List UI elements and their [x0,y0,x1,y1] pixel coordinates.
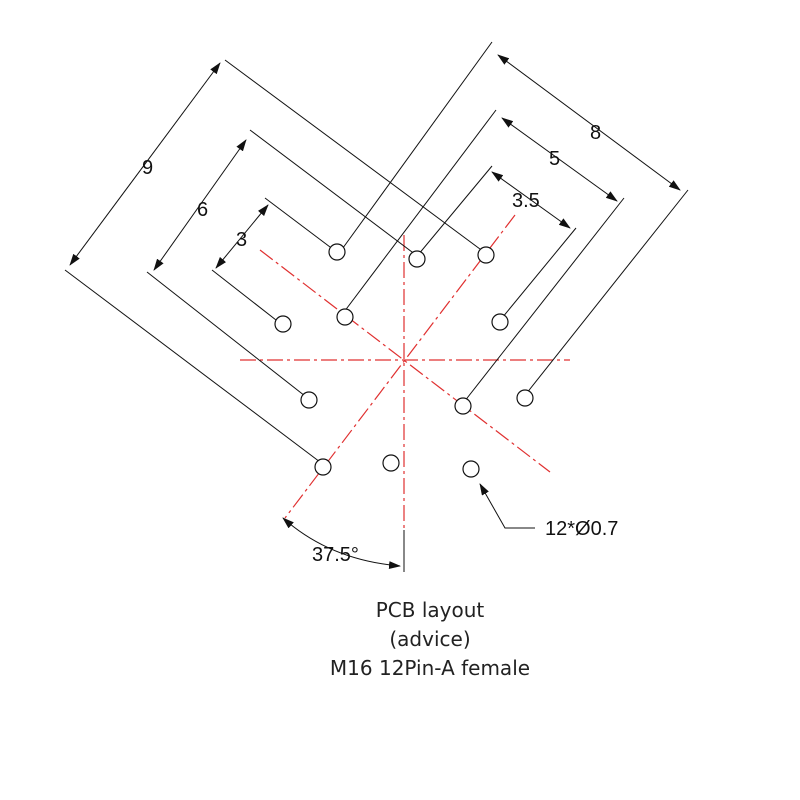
caption-line-2: (advice) [389,627,471,651]
caption-line-1: PCB layout [375,598,485,622]
pin-hole [408,250,426,268]
dim-label-left-inner: 3 [236,229,247,251]
pin-hole [382,454,400,472]
centerline-diagonal-down [259,249,551,473]
pin-hole [491,313,509,331]
hole-leader [479,483,535,529]
caption-line-3: M16 12Pin-A female [329,656,531,680]
dim-label-left-outer: 9 [142,157,153,179]
pin-hole [314,458,332,476]
extension-lines [64,41,689,572]
dim-line-left-outer [69,62,221,266]
pin-hole [336,308,354,326]
dim-line-right-inner [491,171,571,229]
dim-line-left-mid [153,139,247,271]
dimension-lines [69,54,681,570]
pin-hole [300,391,318,409]
dim-line-right-outer [497,54,681,191]
dim-label-left-mid: 6 [197,199,208,221]
pin-holes [274,243,534,478]
angle-arc [282,517,401,570]
pin-hole [328,243,346,261]
dim-line-right-mid [501,117,618,202]
pin-hole [274,315,292,333]
centerlines [240,214,570,530]
pin-hole [516,389,534,407]
dim-label-right-inner: 3.5 [512,190,540,212]
dim-label-right-outer: 8 [590,122,601,144]
dim-label-angle: 37.5° [312,544,359,566]
pin-hole [477,246,495,264]
pin-hole [454,397,472,415]
drawing-caption: PCB layout (advice) M16 12Pin-A female [230,596,630,683]
pin-hole [462,460,480,478]
dim-line-left-inner [215,204,269,269]
dim-label-right-mid: 5 [549,148,560,170]
hole-callout-label: 12*Ø0.7 [545,518,618,540]
